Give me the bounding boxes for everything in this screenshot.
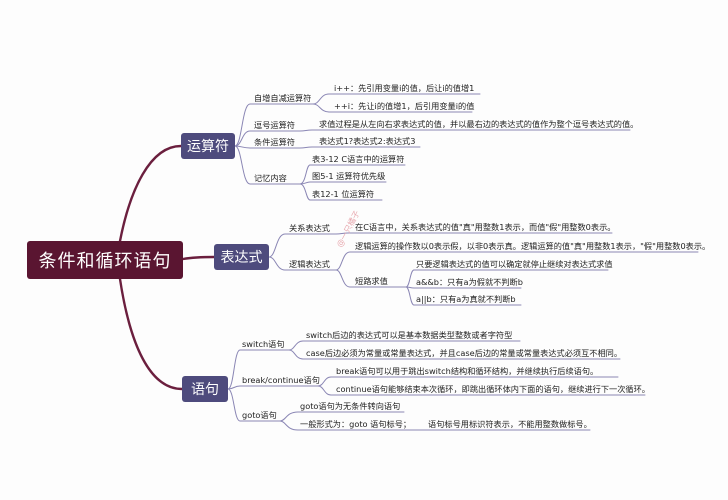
node-goto-item: 一般形式为：goto 语句标号； [300,419,412,429]
node-memo-item: 表12-1 位运算符 [312,189,375,199]
node-break-continue: break/continue语句 [242,375,320,385]
node-logical: 逻辑表达式 [289,259,330,269]
topic-statements: 语句 [182,376,228,402]
node-incdec-item: i++：先引用变量i的值，后让i的值增1 [334,83,475,93]
node-goto-item: 语句标号用标识符表示，不能用整数做标号。 [428,419,592,429]
node-short-circuit: 短路求值 [355,276,388,286]
node-conditional: 条件运算符 [254,137,295,147]
node-incdec: 自增自减运算符 [254,93,312,103]
node-relational: 关系表达式 [289,223,330,233]
node-comma-desc: 求值过程是从左向右求表达式的值，并以最右边的表达式的值作为整个逗号表达式的值。 [319,119,639,129]
node-short-item: a&&b：只有a为假就不判断b [416,277,523,287]
node-goto-item: goto语句为无条件转向语句 [300,401,401,411]
node-logical-desc: 逻辑运算的操作数以0表示假，以非0表示真。逻辑运算的值"真"用整数1表示，"假"… [355,241,711,251]
node-short-desc: 只要逻辑表达式的值可以确定就停止继续对表达式求值 [416,259,613,269]
node-memo-item: 图5-1 运算符优先级 [312,171,386,181]
node-continue-item: continue语句能够结束本次循环，即跳出循环体内下面的语句，继续进行下一次循… [336,384,650,394]
node-short-item: a||b：只有a为真就不判断b [416,294,516,304]
topic-expressions: 表达式 [214,244,269,270]
node-switch-item: switch后边的表达式可以是基本数据类型整数或者字符型 [306,330,513,340]
root-topic: 条件和循环语句 [27,241,183,279]
node-incdec-item: ++i：先让i的值增1，后引用变量i的值 [334,101,475,111]
node-goto: goto语句 [242,410,277,420]
node-comma: 逗号运算符 [254,120,295,130]
node-switch-item: case后边必须为常量或常量表达式，并且case后边的常量或常量表达式必须互不相… [306,348,623,358]
node-conditional-desc: 表达式1?表达式2:表达式3 [319,136,416,146]
node-relational-desc: 在C语言中，关系表达式的值"真"用整数1表示，而值"假"用整数0表示。 [355,222,616,232]
node-switch: switch语句 [242,339,285,349]
node-memo-item: 表3-12 C语言中的运算符 [312,154,405,164]
topic-operators: 运算符 [181,133,235,159]
node-memo: 记忆内容 [254,173,287,183]
node-break-item: break语句可以用于跳出switch结构和循环结构，并继续执行后续语句。 [336,366,599,376]
